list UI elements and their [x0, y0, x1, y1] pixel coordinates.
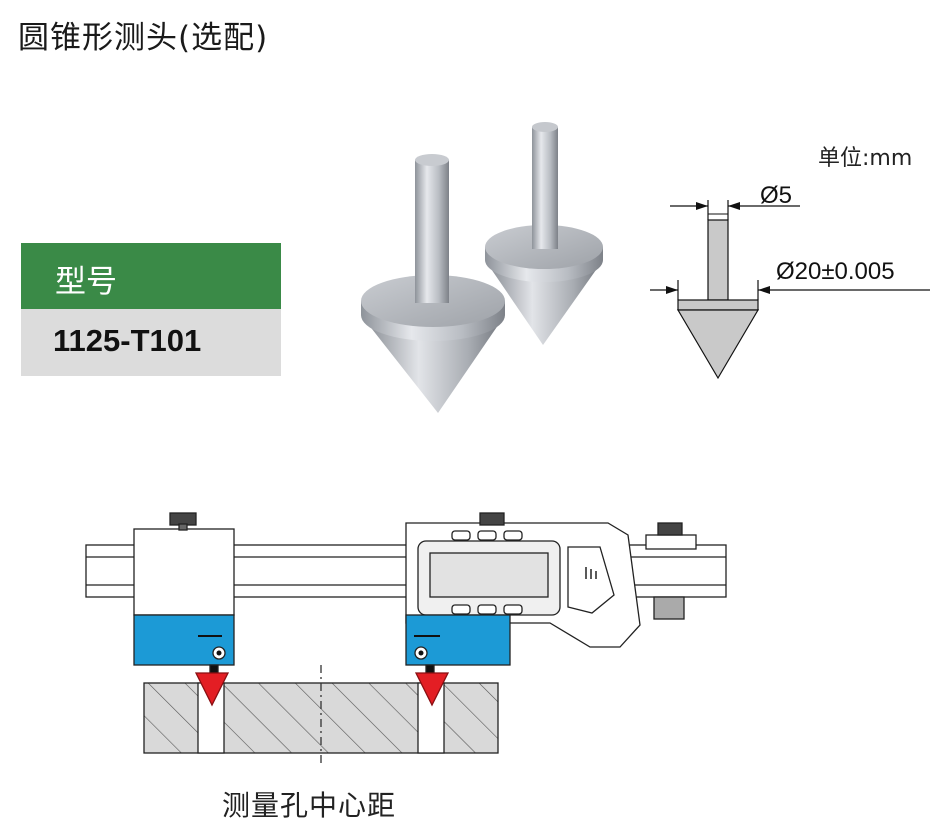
back-probe: [485, 122, 603, 345]
probe-dimension-drawing: [650, 200, 930, 380]
model-value-cell: 1125-T101: [21, 309, 281, 376]
shaft-diameter-label: Ø5: [760, 182, 793, 209]
model-table: 型号 1125-T101: [21, 243, 281, 376]
model-header-cell: 型号: [21, 243, 281, 309]
diagram-caption: 测量孔中心距: [222, 789, 397, 822]
model-number: 1125-T101: [53, 323, 202, 358]
caliper-measurement-diagram: [85, 512, 727, 763]
cone-probes-illustration: [361, 122, 603, 413]
unit-label: 单位:mm: [818, 146, 913, 171]
page-title: 圆锥形测头(选配): [18, 20, 269, 56]
base-diameter-label: Ø20±0.005: [776, 258, 895, 285]
model-header-label: 型号: [55, 264, 117, 300]
front-probe: [361, 154, 505, 413]
